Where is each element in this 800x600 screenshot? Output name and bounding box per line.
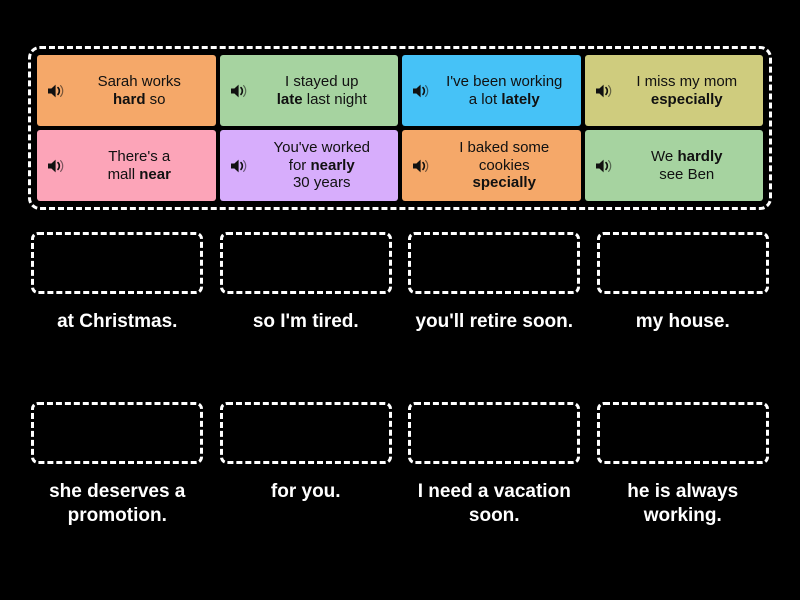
speaker-icon[interactable] — [411, 157, 431, 175]
answer-cell: so I'm tired. — [217, 232, 396, 334]
speaker-icon[interactable] — [229, 82, 249, 100]
dropzone[interactable] — [408, 402, 581, 464]
dropzone[interactable] — [219, 402, 392, 464]
dropzone[interactable] — [596, 402, 769, 464]
answer-cell: you'll retire soon. — [405, 232, 584, 334]
answer-cell: I need a vacation soon. — [405, 402, 584, 528]
answer-cell: she deserves a promotion. — [28, 402, 207, 528]
answer-cell: at Christmas. — [28, 232, 207, 334]
answer-label: he is always working. — [627, 481, 739, 526]
answer-label: she deserves a promotion. — [49, 481, 186, 526]
answer-label: my house. — [635, 311, 730, 332]
dropzone[interactable] — [219, 232, 392, 294]
answer-label: I need a vacation soon. — [417, 481, 571, 526]
answer-row-2: she deserves a promotion. for you. I nee… — [28, 402, 772, 528]
answer-label: so I'm tired. — [252, 311, 359, 332]
answer-cell: he is always working. — [594, 402, 773, 528]
speaker-icon[interactable] — [229, 157, 249, 175]
answer-cell: my house. — [594, 232, 773, 334]
answer-cell: for you. — [217, 402, 396, 528]
dropzone[interactable] — [596, 232, 769, 294]
dropzone[interactable] — [31, 402, 204, 464]
answer-label: for you. — [270, 481, 341, 502]
answer-row-1: at Christmas. so I'm tired. you'll retir… — [28, 232, 772, 334]
dropzone[interactable] — [408, 232, 581, 294]
speaker-icon[interactable] — [594, 157, 614, 175]
dropzone[interactable] — [31, 232, 204, 294]
speaker-icon[interactable] — [46, 157, 66, 175]
speaker-icon[interactable] — [594, 82, 614, 100]
speaker-icon[interactable] — [46, 82, 66, 100]
answer-label: you'll retire soon. — [415, 311, 574, 332]
answer-label: at Christmas. — [57, 311, 178, 332]
speaker-icon[interactable] — [411, 82, 431, 100]
